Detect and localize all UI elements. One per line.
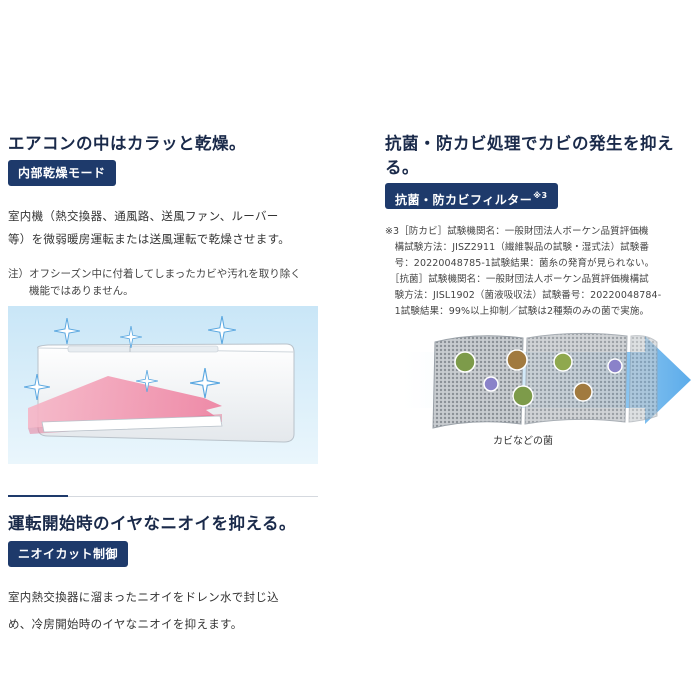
germ-icon bbox=[454, 349, 623, 407]
drying-description: 室内機（熱交換器、通風路、送風ファン、ルーバー 等）を微弱暖房運転または送風運転… bbox=[8, 209, 291, 246]
sparkle-icon bbox=[136, 370, 158, 392]
tag-antibacterial-filter: 抗菌・防カビフィルター※3 bbox=[385, 183, 558, 209]
sparkle-icon bbox=[120, 326, 142, 348]
tag-odor-cut-control: ニオイカット制御 bbox=[8, 541, 129, 567]
sparkle-icon bbox=[190, 368, 220, 398]
section-divider bbox=[8, 496, 318, 497]
filter-illustration bbox=[395, 332, 695, 432]
indoor-unit-illustration bbox=[8, 306, 318, 464]
tag-internal-dry-mode: 内部乾燥モード bbox=[8, 160, 116, 186]
test-footnote: ※3［防カビ］試験機関名：一般財団法人ボーケン品質評価機 構試験方法：JISZ2… bbox=[385, 226, 662, 317]
section-divider-accent bbox=[8, 495, 68, 497]
section-heading-odor: 運転開始時のイヤなニオイを抑える。 bbox=[8, 514, 297, 533]
odor-description: 室内熱交換器に溜まったニオイをドレン水で封じ込 め、冷房開始時のイヤなニオイを抑… bbox=[8, 590, 279, 631]
filter-caption: カビなどの菌 bbox=[493, 436, 553, 447]
sparkle-icon bbox=[208, 316, 236, 344]
sparkle-icon bbox=[54, 318, 80, 344]
section-heading-antibacterial: 抗菌・防カビ処理でカビの発生を抑え る。 bbox=[385, 134, 674, 177]
section-heading-drying: エアコンの中はカラッと乾燥。 bbox=[8, 134, 246, 153]
sparkle-icon bbox=[24, 374, 50, 400]
drying-note: 注）オフシーズン中に付着してしまったカビや汚れを取り除く 機能ではありません。 bbox=[8, 268, 301, 297]
